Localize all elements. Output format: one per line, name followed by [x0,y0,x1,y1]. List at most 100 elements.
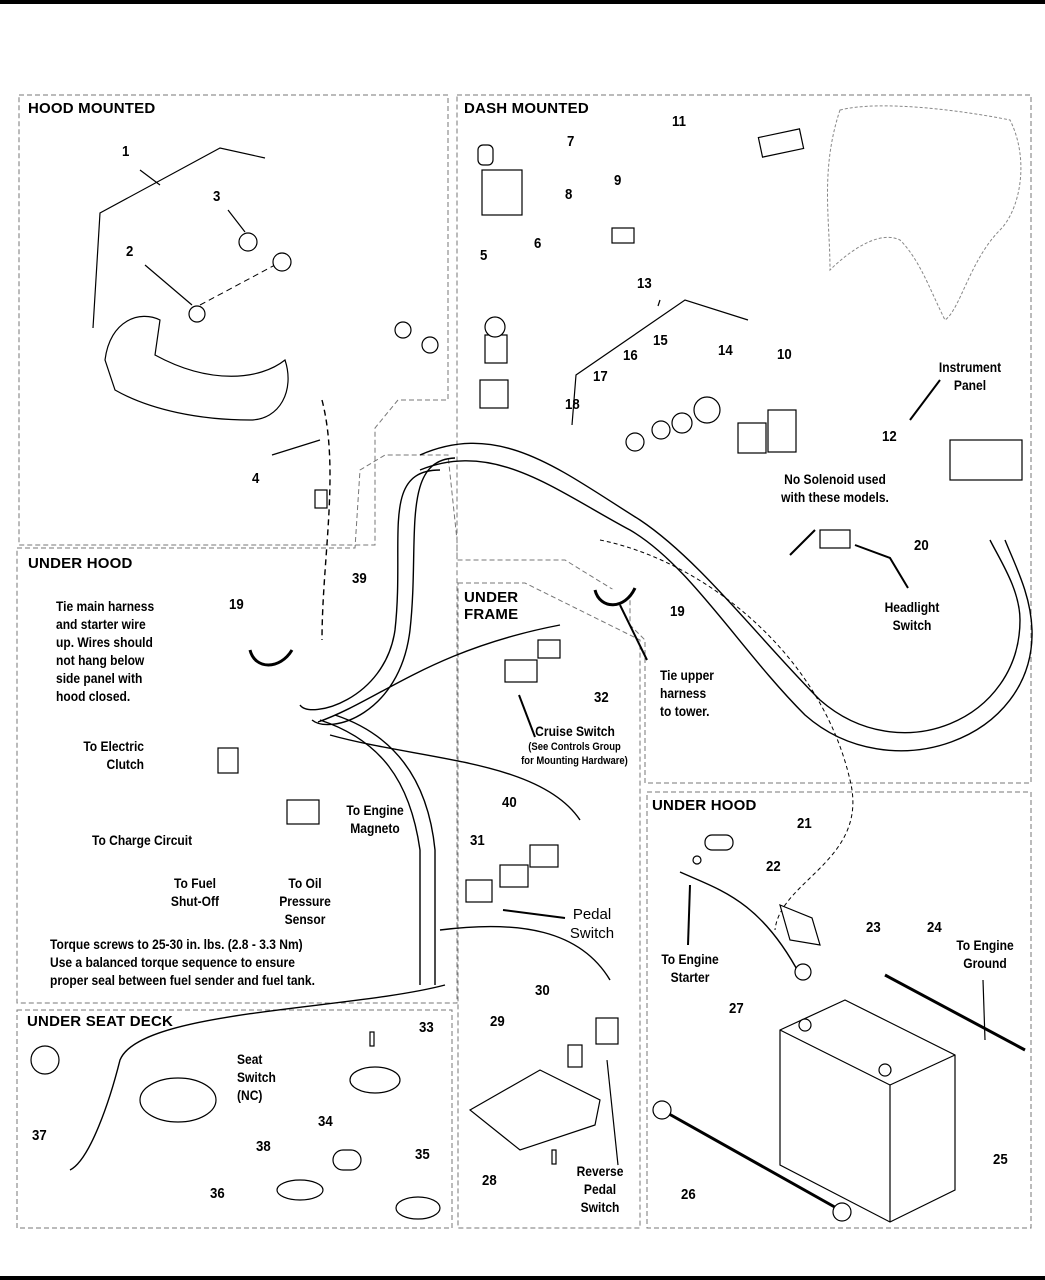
leader-reverse [606,1059,619,1166]
leader-starter [687,884,691,946]
callout-18: 18 [565,396,580,413]
part-socket-c [394,321,412,339]
leader-1 [92,147,266,329]
note-tie-upper: Tie upper harness to tower. [660,667,714,719]
callout-11: 11 [672,113,686,130]
part-connector-4 [314,489,328,509]
main-harness-upper [299,469,441,711]
section-border-hood-mounted [18,94,449,546]
note-cruise-hardware: (See Controls Group for Mounting Hardwar… [521,741,628,767]
part-19-left [248,649,294,667]
leader-solenoid [789,529,816,556]
harness-40 [329,734,581,821]
callout-5: 5 [480,247,488,264]
part-11 [757,128,805,158]
part-connector-10 [737,422,767,454]
callout-23: 23 [866,919,881,936]
callout-39: 39 [352,570,367,587]
note-charge-circuit: To Charge Circuit [92,832,193,848]
part-28-screw [551,1149,557,1165]
part-bulb [188,305,206,323]
note-tie-main-harness: Tie main harness and starter wire up. Wi… [56,598,155,704]
part-34-plate [349,1066,401,1094]
callout-26: 26 [681,1186,696,1203]
part-socket-b [272,252,292,272]
callout-29: 29 [490,1013,505,1030]
leader-headlight [854,544,909,589]
section-border-under-frame [457,582,641,1229]
section-border-under-hood-right [646,791,1032,1229]
bulb-dash-line [199,264,276,306]
callout-30: 30 [535,982,550,999]
harness-pedal [439,925,611,981]
part-21 [704,834,734,851]
callout-2: 2 [126,243,134,260]
leader-2 [144,264,193,306]
section-title-under-seat-deck: UNDER SEAT DECK [27,1013,174,1030]
part-19-right [593,587,637,607]
callout-24: 24 [927,919,942,936]
bottom-rule [0,1276,1045,1280]
note-engine-ground: To Engine Ground [956,937,1014,971]
leader-ground [982,979,986,1041]
part-magneto-connector [286,799,320,825]
leader-pedal [502,909,566,919]
part-socket-d [421,336,439,354]
part-headlight-lens [104,315,289,421]
part-24-cable [884,973,1026,1052]
note-cruise-switch: Cruise Switch [535,723,615,739]
part-clutch-connector [217,747,239,774]
leader-13b [657,299,661,307]
note-headlight-switch: Headlight Switch [884,599,940,633]
callout-19-right: 19 [670,603,685,620]
callout-35: 35 [415,1146,430,1163]
top-rule [0,0,1045,4]
callout-34: 34 [318,1113,333,1130]
dash-harness [419,442,1021,734]
leader-13 [571,299,749,426]
callout-12: 12 [882,428,897,445]
callout-33: 33 [419,1019,434,1036]
note-engine-magneto: To Engine Magneto [346,802,404,836]
starter-cable [679,871,801,976]
callout-7: 7 [567,133,575,150]
note-no-solenoid: No Solenoid used with these models. [781,471,889,505]
part-connector-5 [479,379,509,409]
part-27 [794,963,812,981]
seat-harness [69,984,446,1171]
callout-38: 38 [256,1138,271,1155]
harness-39 [317,624,561,723]
callout-17: 17 [593,368,608,385]
part-32 [504,659,538,683]
part-pedal-bracket [468,1069,601,1151]
callout-14: 14 [718,342,733,359]
part-key-7 [477,144,494,166]
section-title-hood-mounted: HOOD MOUNTED [28,100,156,117]
section-title-under-hood-right: UNDER HOOD [652,797,757,814]
part-9 [611,227,635,244]
part-socket-a [238,232,258,252]
part-22 [692,855,702,865]
note-reverse-pedal-switch: Reverse Pedal Switch [576,1163,624,1215]
part-10 [767,409,797,453]
part-26-rod [661,1108,841,1212]
part-33-screw [369,1031,375,1047]
callout-10: 10 [777,346,792,363]
part-34-float [332,1149,362,1171]
part-15 [693,396,721,424]
callout-19-left: 19 [229,596,244,613]
callout-3: 3 [213,188,221,205]
note-torque: Torque screws to 25-30 in. lbs. (2.8 - 3… [50,936,315,988]
part-29 [567,1044,583,1068]
callout-1: 1 [122,143,130,160]
leader-cruise [518,694,536,738]
callout-28: 28 [482,1172,497,1189]
hood-dash-line [321,399,331,641]
leader-1b [139,169,161,186]
part-switch-5 [484,334,508,364]
section-border-under-seat-deck [16,1009,453,1229]
section-title-under-frame: UNDER FRAME [464,589,519,623]
part-20 [819,529,851,549]
callout-16: 16 [623,347,638,364]
part-hood-outline [827,105,1022,321]
